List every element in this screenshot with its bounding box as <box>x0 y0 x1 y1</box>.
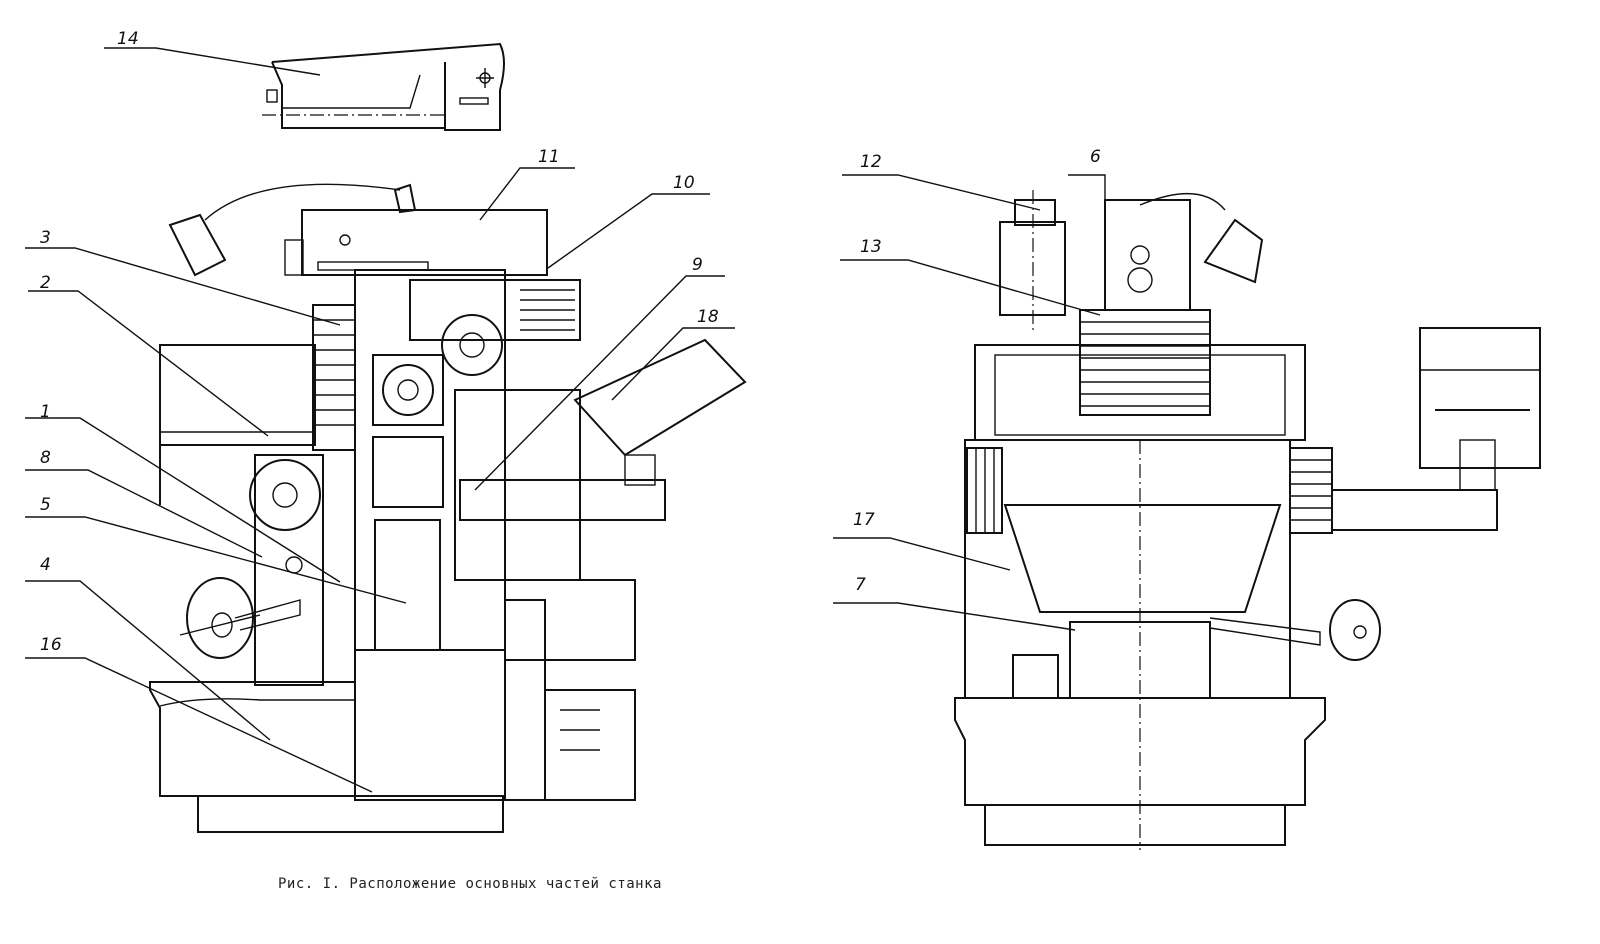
bellows-13 <box>1079 309 1211 416</box>
callout-4: 4 <box>25 555 271 741</box>
callout-8: 8 <box>25 448 263 558</box>
svg-text:3: 3 <box>40 228 51 248</box>
callout-10: 10 <box>547 173 710 269</box>
svg-text:6: 6 <box>1090 147 1101 167</box>
svg-text:2: 2 <box>40 273 51 293</box>
callout-5: 5 <box>25 495 407 604</box>
side-handwheel <box>1209 599 1381 661</box>
detail-14-housing <box>262 42 505 131</box>
svg-text:18: 18 <box>697 307 719 327</box>
callout-7: 7 <box>833 575 1076 631</box>
dial <box>441 314 503 376</box>
svg-text:4: 4 <box>40 555 51 575</box>
side-view <box>954 190 1541 850</box>
handwheel <box>179 577 301 659</box>
callout-17: 17 <box>833 510 1011 571</box>
callout-14: 14 <box>104 29 321 76</box>
side-base <box>954 697 1326 806</box>
table-arm-9 <box>459 479 666 521</box>
svg-text:8: 8 <box>40 448 51 468</box>
part-17 <box>1003 504 1282 613</box>
part-18 <box>573 338 747 457</box>
figure-caption: Рис. I. Расположение основных частей ста… <box>278 876 662 892</box>
callout-3: 3 <box>25 228 341 326</box>
svg-text:12: 12 <box>860 152 882 172</box>
column <box>354 269 506 801</box>
bellows-3 <box>312 304 356 451</box>
guard-2 <box>159 344 316 446</box>
svg-text:11: 11 <box>538 147 560 167</box>
front-view <box>149 183 747 833</box>
lamp <box>168 183 417 277</box>
svg-text:14: 14 <box>117 29 139 49</box>
callout-12: 12 <box>842 152 1041 211</box>
callout-9: 9 <box>474 255 725 491</box>
callout-11: 11 <box>479 147 575 221</box>
control-panel <box>1419 327 1541 469</box>
svg-text:7: 7 <box>855 575 866 595</box>
svg-text:5: 5 <box>40 495 51 515</box>
svg-text:16: 16 <box>40 635 62 655</box>
callout-2: 2 <box>28 273 269 437</box>
callout-16: 16 <box>25 635 373 793</box>
svg-text:1: 1 <box>40 402 51 422</box>
bellows-side <box>966 447 1333 534</box>
callout-6: 6 <box>1068 147 1106 245</box>
carriage <box>254 454 324 686</box>
callout-18: 18 <box>611 307 735 401</box>
motor <box>544 689 636 801</box>
base-plinth <box>197 795 504 833</box>
svg-text:9: 9 <box>692 255 703 275</box>
svg-text:17: 17 <box>853 510 875 530</box>
svg-text:10: 10 <box>673 173 695 193</box>
callout-13: 13 <box>840 237 1101 316</box>
head-11 <box>301 209 548 276</box>
callout-1: 1 <box>25 402 341 583</box>
bellows-10 <box>520 289 575 331</box>
svg-text:13: 13 <box>860 237 882 257</box>
head-6 <box>1104 199 1191 311</box>
